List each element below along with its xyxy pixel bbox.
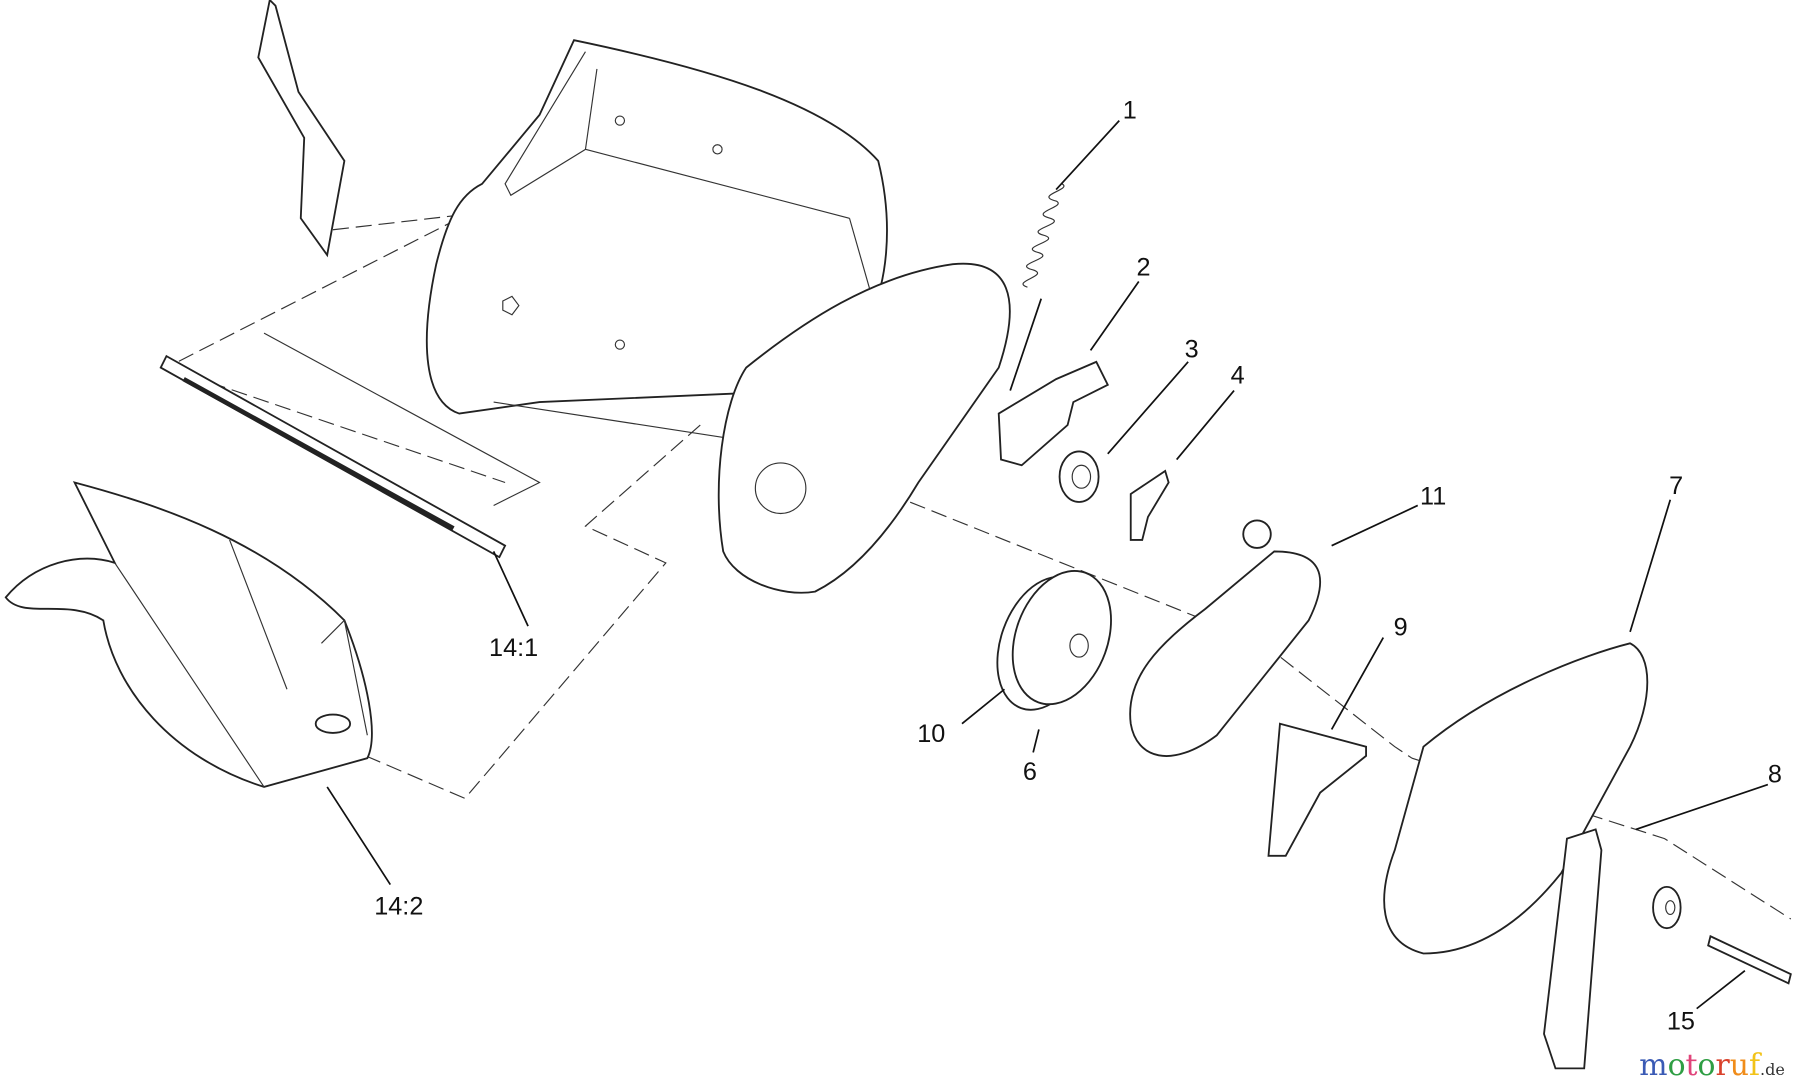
auger-housing <box>425 39 1011 594</box>
belt-cover <box>1383 642 1649 955</box>
callout-6: 6 <box>1023 758 1037 786</box>
callout-10: 10 <box>917 720 945 748</box>
idler-pulley <box>1652 885 1682 930</box>
callout-11: 11 <box>1420 482 1446 510</box>
drive-belt <box>1129 550 1322 757</box>
assembly-lines <box>166 211 1792 920</box>
callout-15: 15 <box>1667 1007 1695 1035</box>
pulley <box>996 570 1112 711</box>
callout-1: 1 <box>1123 96 1137 124</box>
callout-9: 9 <box>1394 613 1408 641</box>
auger <box>4 481 373 788</box>
callout-7: 7 <box>1669 472 1683 500</box>
svg-text:motoruf.de: motoruf.de <box>1639 1048 1785 1081</box>
bracket <box>1129 469 1170 541</box>
callout-14-2: 14:2 <box>374 892 423 920</box>
callout-4: 4 <box>1231 362 1245 390</box>
spring <box>1009 183 1065 391</box>
idler-arm <box>997 360 1110 467</box>
callout-8: 8 <box>1768 760 1782 788</box>
mounting-bracket <box>1267 722 1367 857</box>
shield-panel <box>257 0 346 258</box>
callout-3: 3 <box>1185 335 1199 363</box>
bolt <box>1707 934 1792 985</box>
leader-lines <box>326 120 1769 1010</box>
callout-2: 2 <box>1136 254 1150 282</box>
bearing <box>1058 450 1100 503</box>
callout-labels: 1 2 3 4 6 7 8 9 10 11 14:1 14:2 15 <box>374 96 1782 1035</box>
drive-shaft <box>159 332 541 559</box>
idler-pulley-arm <box>1543 828 1603 1070</box>
callout-14-1: 14:1 <box>489 634 538 662</box>
belt-guide <box>1242 519 1272 549</box>
motoruf-watermark-logo: motoruf.de <box>1639 1048 1785 1081</box>
